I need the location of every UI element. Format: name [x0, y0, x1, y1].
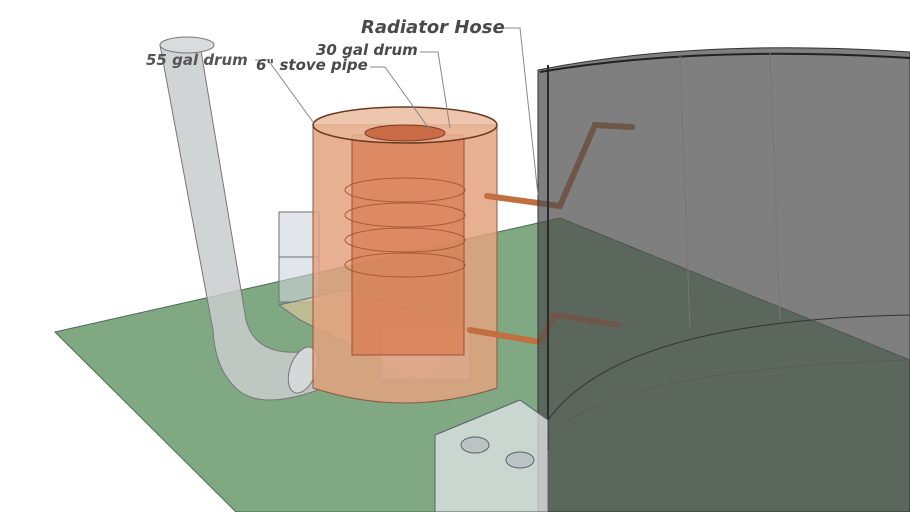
label-30-gal-drum: 30 gal drum: [316, 41, 418, 59]
leader-lines: [255, 27, 539, 196]
drum-30-gal: [312, 106, 498, 404]
large-tank: [537, 47, 910, 512]
cinder-blocks-front: [434, 399, 549, 512]
label-55-gal-drum: 55 gal drum: [146, 51, 248, 69]
label-radiator-hose: Radiator Hose: [361, 17, 505, 38]
label-stove-pipe: 6" stove pipe: [256, 56, 368, 74]
stove-pipe: [159, 36, 319, 401]
